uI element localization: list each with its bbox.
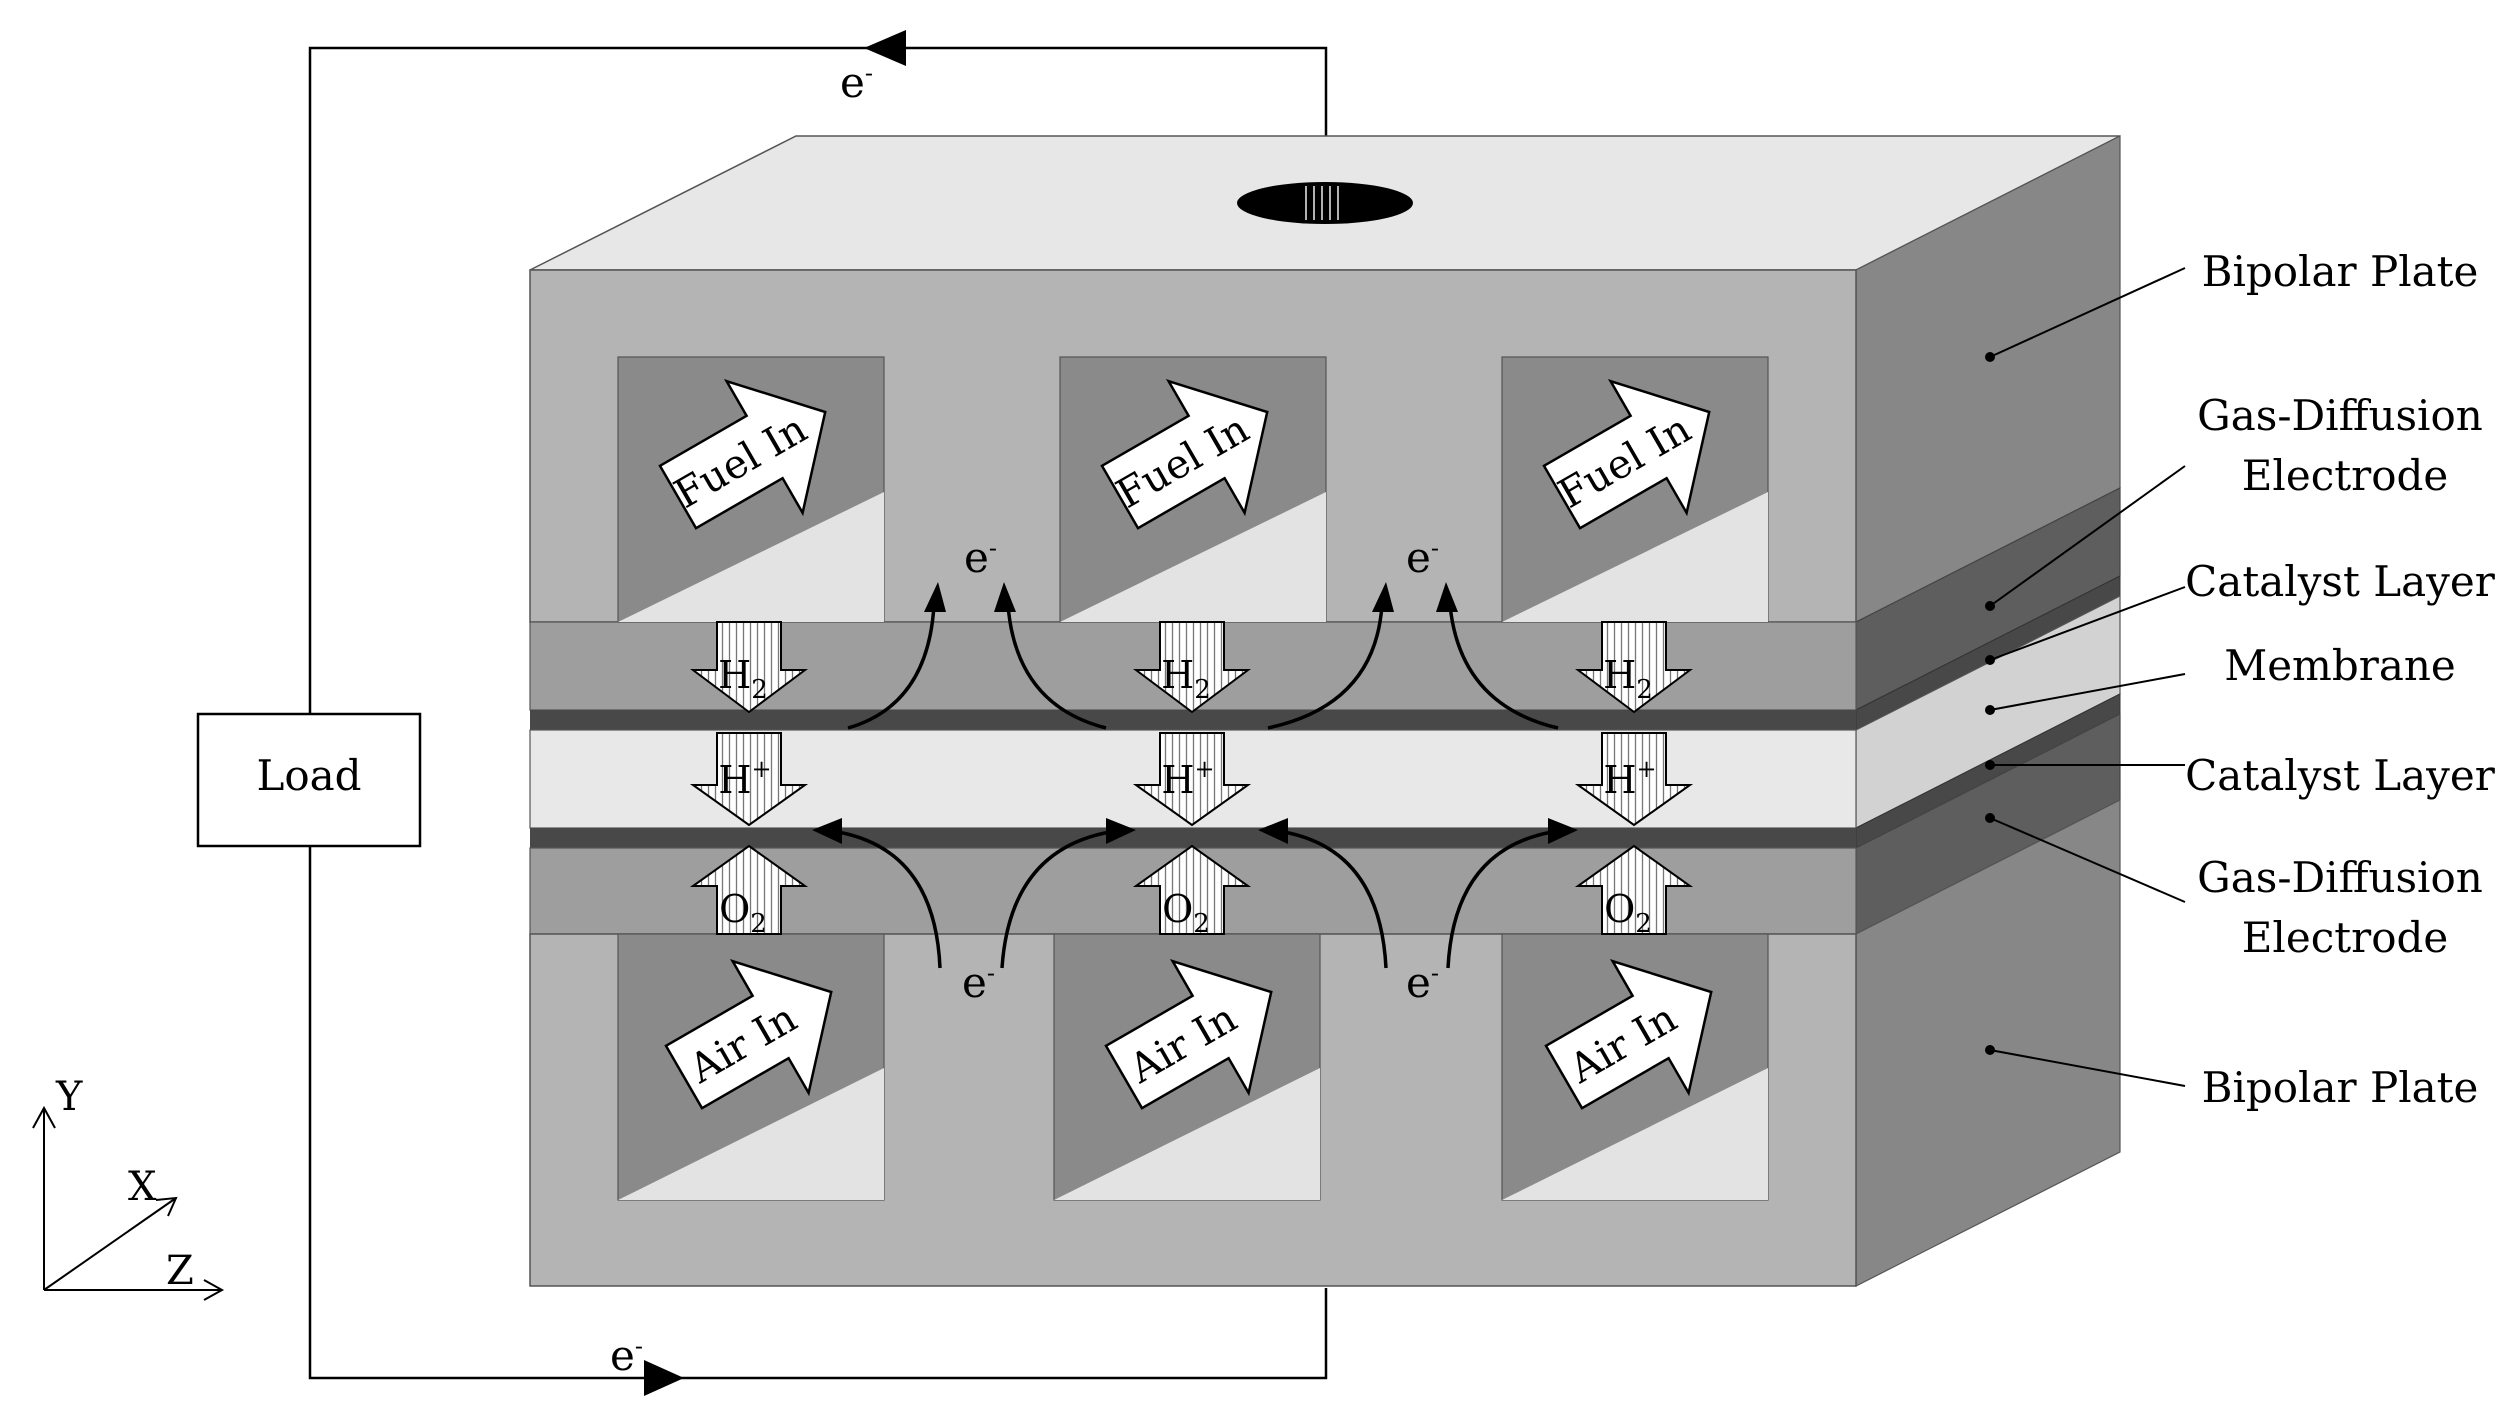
h2-arrow: H2: [1575, 621, 1693, 714]
electron-arrowhead-icon: [994, 582, 1016, 612]
h2-arrow: H2: [1133, 621, 1251, 714]
electron-label-top: e-: [840, 58, 873, 107]
o2-label: O2: [719, 887, 767, 939]
electron-arrowhead-icon: [1436, 582, 1458, 612]
fuel-cell-block: [529, 135, 2121, 1287]
cathode-electron-label: e-: [1406, 958, 1439, 1007]
anode-electron-arrows: [847, 582, 1559, 730]
cathode-electron-arrows: [812, 818, 1578, 969]
o2-label: O2: [1604, 887, 1652, 939]
electron-arrow-icon: [847, 604, 936, 730]
electron-arrow-icon: [1000, 830, 1111, 969]
wire-arrow-bottom-icon: [644, 1360, 684, 1396]
bottom-catalyst-front: [530, 828, 1856, 848]
anode-electron-label: e-: [964, 533, 997, 582]
fuel-in-arrow-icon: [1542, 379, 1711, 530]
o2-arrow-icon: [1574, 844, 1694, 935]
legend-catalyst-bottom: Catalyst Layer: [2185, 751, 2496, 800]
electron-arrowhead-icon: [1372, 582, 1394, 612]
h-plus-arrow-icon: [1574, 732, 1694, 827]
o2-arrow: O2: [689, 844, 809, 939]
cathode-electron-label: e-: [962, 958, 995, 1007]
electron-arrowhead-icon: [1548, 818, 1578, 844]
electron-arrowhead-icon: [1106, 818, 1136, 844]
h2-label: H2: [1603, 653, 1653, 705]
legend-gde-top-line2: Electrode: [2242, 451, 2448, 500]
legend-gde-top-line1: Gas-Diffusion: [2197, 391, 2483, 440]
coordinate-axes: [32, 1105, 225, 1301]
axis-x-label: X: [128, 1164, 157, 1210]
o2-label: O2: [1162, 887, 1210, 939]
legend-bipolar-plate-top: Bipolar Plate: [2202, 247, 2479, 296]
h-plus-arrow: H+: [1574, 732, 1694, 827]
load-label: Load: [256, 751, 361, 800]
wire-arrow-top-icon: [864, 30, 906, 66]
electron-arrowhead-icon: [1258, 818, 1288, 844]
fuel-in-arrow-icon: [658, 379, 827, 530]
fuel-in-arrow: Fuel In: [1542, 379, 1711, 530]
h2-label: H2: [718, 653, 768, 705]
electron-arrow-icon: [1006, 604, 1107, 730]
legend-bipolar-plate-bottom: Bipolar Plate: [2202, 1063, 2479, 1112]
legend-catalyst-top: Catalyst Layer: [2185, 557, 2496, 606]
h2-arrow-icon: [1575, 621, 1693, 714]
electron-arrow-icon: [1446, 830, 1553, 969]
terminal-stripes: [1300, 186, 1344, 220]
air-in-arrow-icon: [1104, 959, 1273, 1110]
electron-label-bottom: e-: [610, 1331, 643, 1380]
air-in-arrow-icon: [664, 959, 833, 1110]
air-in-arrow-icon: [1544, 959, 1713, 1110]
legend-gde-bottom-line2: Electrode: [2242, 913, 2448, 962]
h-plus-arrow-icon: [1132, 732, 1252, 827]
legend-membrane: Membrane: [2224, 641, 2456, 690]
electron-arrow-icon: [1448, 604, 1559, 730]
h-plus-label: H+: [718, 755, 771, 802]
electron-arrow-icon: [1267, 604, 1384, 730]
top-catalyst-front: [530, 710, 1856, 730]
o2-arrow-icon: [1132, 844, 1252, 935]
h2-arrow: H2: [690, 621, 808, 714]
o2-arrow-icon: [689, 844, 809, 935]
electron-arrowhead-icon: [924, 582, 946, 612]
axis-y-label: Y: [55, 1074, 83, 1120]
fuel-in-arrow-icon: [1100, 379, 1269, 530]
h-plus-arrow: H+: [1132, 732, 1252, 827]
axis-z-label: Z: [166, 1248, 194, 1294]
h-plus-arrow-icon: [689, 732, 809, 827]
air-channel: [1053, 933, 1321, 1201]
legend-dots: [1985, 352, 1995, 1055]
electron-arrow-icon: [837, 830, 942, 969]
electron-arrow-icon: [1283, 830, 1388, 969]
load-box: Load: [196, 712, 422, 848]
legend-leaders: [1989, 267, 2186, 1087]
h-plus-arrow: H+: [689, 732, 809, 827]
o2-arrow: O2: [1574, 844, 1694, 939]
o2-arrow: O2: [1132, 844, 1252, 939]
anode-electron-label: e-: [1406, 533, 1439, 582]
h-plus-label: H+: [1603, 755, 1656, 802]
h2-arrow-icon: [1133, 621, 1251, 714]
h2-label: H2: [1161, 653, 1211, 705]
h-plus-label: H+: [1161, 755, 1214, 802]
electron-arrowhead-icon: [812, 818, 842, 844]
legend-gde-bottom-line1: Gas-Diffusion: [2197, 853, 2483, 902]
h2-arrow-icon: [690, 621, 808, 714]
